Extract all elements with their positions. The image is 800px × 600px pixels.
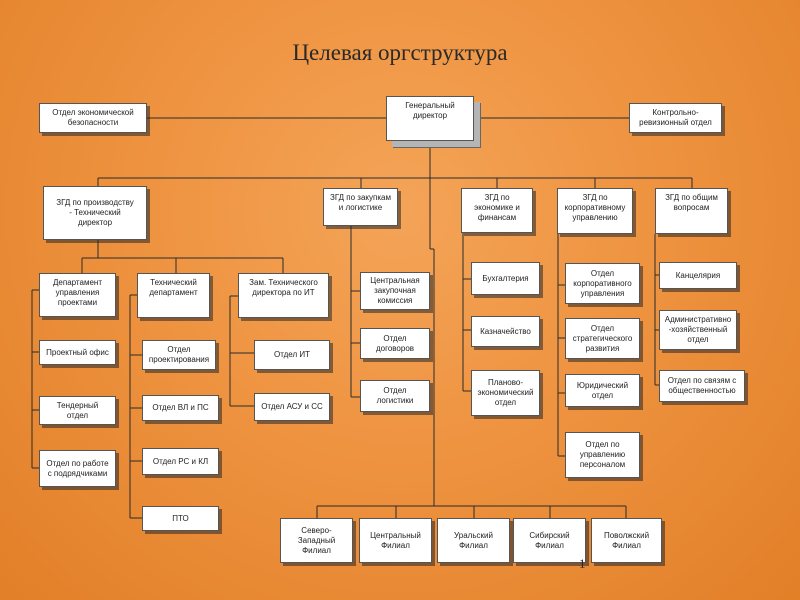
- rs-kl-box: Отдел РС и КЛ: [142, 448, 219, 475]
- tech-dept-box: Технический департамент: [137, 273, 210, 318]
- pr-box: Отдел по связям с общественностью: [659, 370, 745, 402]
- legal-box: Юридический отдел: [565, 374, 640, 407]
- branch-volga-box: Поволжский Филиал: [591, 518, 662, 563]
- dept-projects-box: Департамент управления проектами: [39, 273, 116, 317]
- deputy-it-box: Зам. Технического директора по ИТ: [238, 273, 329, 318]
- vl-ps-box: Отдел ВЛ и ПС: [142, 395, 219, 421]
- central-procurement-box: Центральная закупочная комиссия: [360, 272, 430, 310]
- zgd-corporate-box: ЗГД по корпоративному управлению: [557, 188, 633, 234]
- contracts-box: Отдел договоров: [360, 328, 430, 359]
- general-director-box: Генеральный директор: [386, 96, 474, 141]
- strategy-box: Отдел стратегического развития: [565, 318, 640, 359]
- asu-ss-box: Отдел АСУ и СС: [254, 393, 330, 421]
- office-box: Канцелярия: [659, 262, 737, 289]
- branch-siberia-box: Сибирский Филиал: [513, 518, 586, 563]
- planning-box: Планово- экономический отдел: [471, 370, 540, 416]
- page-number: 1: [579, 556, 586, 571]
- zgd-economics-box: ЗГД по экономике и финансам: [461, 188, 533, 233]
- it-dept-box: Отдел ИТ: [254, 340, 330, 370]
- zgd-general-box: ЗГД по общим вопросам: [655, 188, 728, 234]
- admin-box: Административно -хозяйственный отдел: [659, 310, 737, 350]
- design-box: Отдел проектирования: [142, 340, 216, 370]
- project-office-box: Проектный офис: [39, 340, 116, 365]
- branch-nw-box: Северо- Западный Филиал: [280, 518, 353, 563]
- treasury-box: Казначейство: [471, 316, 540, 347]
- hr-box: Отдел по управлению персоналом: [565, 432, 640, 478]
- logistics-box: Отдел логистики: [360, 380, 430, 412]
- accounting-box: Бухгалтерия: [471, 262, 540, 295]
- branch-central-box: Центральный Филиал: [359, 518, 432, 563]
- zgd-procurement-box: ЗГД по закупкам и логистике: [323, 188, 398, 226]
- pto-box: ПТО: [142, 506, 219, 531]
- branch-ural-box: Уральский Филиал: [437, 518, 510, 563]
- corp-mgmt-box: Отдел корпоративного управления: [565, 263, 640, 304]
- contractors-box: Отдел по работе с подрядчиками: [39, 450, 116, 487]
- tender-box: Тендерный отдел: [39, 396, 116, 425]
- page-title: Целевая оргструктура: [292, 40, 508, 65]
- audit-box: Контрольно- ревизионный отдел: [629, 103, 722, 133]
- zgd-production-box: ЗГД по производству - Технический директ…: [43, 186, 147, 240]
- econ-security-box: Отдел экономической безопасности: [39, 103, 147, 133]
